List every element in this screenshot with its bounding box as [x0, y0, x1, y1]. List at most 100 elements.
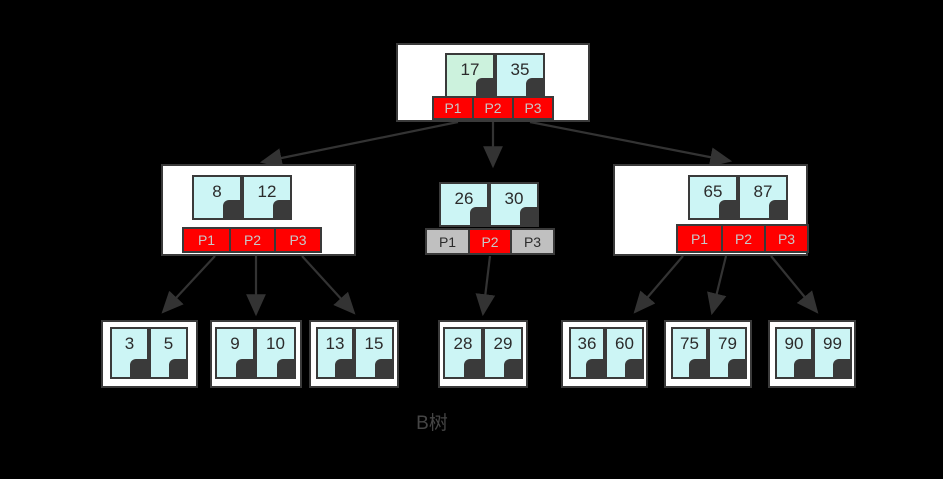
right-key-cell-1[interactable]: 65: [688, 175, 738, 220]
leaf-2-key-cell-1[interactable]: 9: [215, 327, 255, 379]
edge-left-to-leaf1: [161, 255, 216, 314]
leaf-3-key-cell-2[interactable]: 15: [354, 327, 394, 379]
leaf-6-key-1-value: 75: [680, 334, 699, 353]
record-block-icon: [476, 78, 493, 96]
pointer-label: P3: [777, 230, 796, 247]
pointer-label: P1: [197, 232, 216, 248]
pointer-label: P3: [523, 233, 542, 250]
pointer-label: P3: [524, 100, 542, 116]
record-block-icon: [464, 359, 481, 377]
record-block-icon: [794, 359, 811, 377]
leaf-4-key-row: 28 29: [443, 327, 523, 379]
root-key-cell-2[interactable]: 35: [495, 53, 545, 98]
edge-right-to-leaf6: [707, 255, 728, 316]
leaf-1-key-row: 3 5: [110, 327, 188, 379]
left-key-cell-1[interactable]: 8: [192, 175, 242, 220]
leaf-1-key-1-value: 3: [124, 334, 135, 353]
middle-pointer-p3[interactable]: P3: [512, 230, 553, 253]
leaf-2-key-2-value: 10: [266, 334, 285, 353]
record-block-icon: [470, 207, 487, 225]
middle-pointer-p2[interactable]: P2: [470, 230, 512, 253]
record-block-icon: [769, 200, 786, 218]
edge-right-to-leaf7: [770, 255, 819, 314]
leaf-2-key-cell-2[interactable]: 10: [255, 327, 296, 379]
pointer-label: P1: [690, 230, 709, 247]
diagram-caption: B树: [416, 413, 448, 434]
record-block-icon: [719, 200, 736, 218]
edge-left-to-leaf3: [301, 255, 356, 315]
leaf-1-key-cell-2[interactable]: 5: [149, 327, 188, 379]
right-key-2-value: 87: [753, 182, 773, 201]
leaf-6-key-cell-2[interactable]: 79: [708, 327, 747, 379]
right-key-cell-2[interactable]: 87: [738, 175, 788, 220]
leaf-5-key-1-value: 36: [577, 334, 597, 353]
leaf-3-key-cell-1[interactable]: 13: [316, 327, 354, 379]
leaf-1-key-2-value: 5: [163, 334, 174, 353]
record-block-icon: [335, 359, 352, 377]
left-pointer-row: P1 P2 P3: [182, 227, 322, 253]
left-pointer-p2[interactable]: P2: [231, 229, 276, 251]
leaf-5-key-2-value: 60: [615, 334, 634, 353]
left-pointer-p1[interactable]: P1: [184, 229, 231, 251]
leaf-2-key-row: 9 10: [215, 327, 296, 379]
right-pointer-p2[interactable]: P2: [723, 226, 766, 251]
record-block-icon: [223, 200, 240, 218]
record-block-icon: [375, 359, 392, 377]
pointer-label: P3: [289, 232, 307, 248]
root-key-1-value: 17: [460, 60, 480, 79]
leaf-5-key-cell-1[interactable]: 36: [569, 327, 605, 379]
left-key-2-value: 12: [257, 182, 277, 201]
record-block-icon: [520, 207, 537, 225]
record-block-icon: [130, 359, 147, 377]
record-block-icon: [526, 78, 543, 96]
leaf-4-key-1-value: 28: [453, 334, 473, 353]
right-pointer-p1[interactable]: P1: [678, 226, 723, 251]
right-key-1-value: 65: [703, 182, 723, 201]
left-key-1-value: 8: [212, 182, 222, 201]
leaf-5-key-cell-2[interactable]: 60: [605, 327, 644, 379]
middle-key-cell-2[interactable]: 30: [489, 182, 539, 227]
leaf-7-key-1-value: 90: [784, 334, 804, 353]
leaf-1-key-cell-1[interactable]: 3: [110, 327, 149, 379]
middle-pointer-row: P1 P2 P3: [425, 228, 555, 255]
leaf-3-key-1-value: 13: [325, 334, 345, 353]
leaf-4-key-cell-1[interactable]: 28: [443, 327, 483, 379]
leaf-4-key-cell-2[interactable]: 29: [483, 327, 523, 379]
leaf-7-key-cell-2[interactable]: 99: [813, 327, 852, 379]
leaf-6-key-cell-1[interactable]: 75: [671, 327, 708, 379]
record-block-icon: [833, 359, 850, 377]
leaf-6-key-row: 75 79: [671, 327, 747, 379]
record-block-icon: [504, 359, 521, 377]
edge-right-to-leaf5: [633, 255, 684, 314]
pointer-label: P2: [481, 233, 499, 250]
leaf-7-key-cell-1[interactable]: 90: [775, 327, 813, 379]
record-block-icon: [273, 200, 290, 218]
root-pointer-p2[interactable]: P2: [474, 98, 514, 118]
middle-key-cell-1[interactable]: 26: [439, 182, 489, 227]
right-pointer-p3[interactable]: P3: [766, 226, 807, 251]
leaf-5-key-row: 36 60: [569, 327, 644, 379]
middle-pointer-p1[interactable]: P1: [427, 230, 470, 253]
left-pointer-p3[interactable]: P3: [276, 229, 320, 251]
leaf-3-key-row: 13 15: [316, 327, 394, 379]
edge-root-to-right: [529, 120, 733, 167]
record-block-icon: [689, 359, 706, 377]
middle-key-2-value: 30: [504, 189, 524, 208]
record-block-icon: [169, 359, 186, 377]
root-pointer-p1[interactable]: P1: [434, 98, 474, 118]
right-pointer-row: P1 P2 P3: [676, 224, 809, 253]
leaf-7-key-2-value: 99: [823, 334, 842, 353]
leaf-3-key-2-value: 15: [364, 334, 384, 353]
edge-root-to-left: [259, 120, 459, 168]
leaf-4-key-2-value: 29: [493, 334, 513, 353]
leaf-2-key-1-value: 9: [230, 334, 240, 353]
root-key-row: 17 35: [445, 53, 545, 98]
root-key-cell-1[interactable]: 17: [445, 53, 495, 98]
record-block-icon: [236, 359, 253, 377]
left-key-cell-2[interactable]: 12: [242, 175, 292, 220]
leaf-6-key-2-value: 79: [718, 334, 737, 353]
root-key-2-value: 35: [510, 60, 530, 79]
edge-middle-to-leaf4: [475, 255, 496, 317]
left-key-row: 8 12: [192, 175, 292, 220]
root-pointer-p3[interactable]: P3: [514, 98, 552, 118]
